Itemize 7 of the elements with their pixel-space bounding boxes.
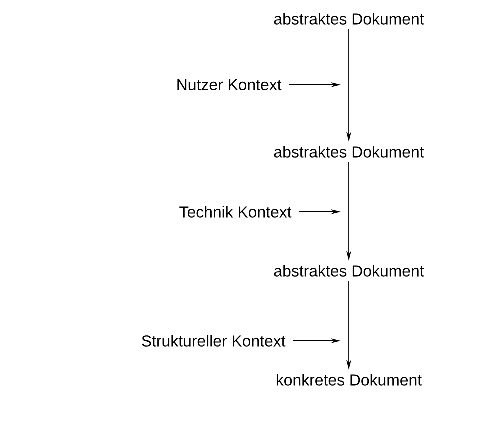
document-label: konkretes Dokument	[277, 374, 422, 386]
context-label: Nutzer Kontext	[178, 79, 282, 91]
document-label: abstraktes Dokument	[274, 146, 424, 158]
document-label: abstraktes Dokument	[274, 265, 424, 277]
context-label: Technik Kontext	[180, 206, 292, 218]
document-label: abstraktes Dokument	[274, 13, 424, 25]
context-label: Struktureller Kontext	[142, 335, 286, 347]
